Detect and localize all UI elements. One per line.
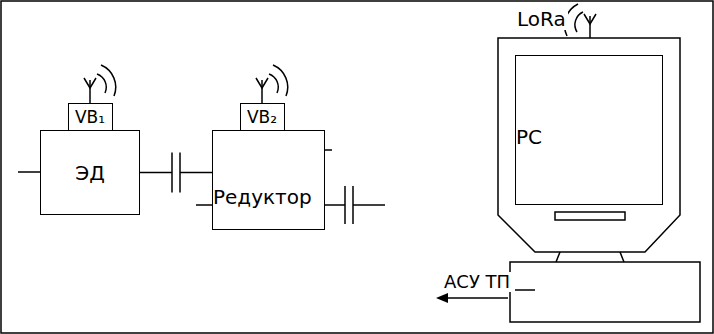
unit-slot — [515, 289, 535, 291]
coupling-plate — [344, 186, 346, 224]
monitor-neck — [556, 252, 560, 262]
signal-arrow — [444, 297, 508, 299]
monitor-stand — [555, 212, 625, 220]
antenna — [565, 4, 596, 38]
monitor-neck — [620, 252, 624, 262]
shaft — [18, 171, 40, 173]
motor-box: ЭД — [40, 130, 140, 215]
system-label: АСУ ТП — [442, 272, 512, 292]
shaft — [353, 204, 385, 206]
gearbox-box: Редуктор — [212, 130, 325, 230]
node-text: ЭД — [75, 162, 105, 184]
arrow-head — [436, 293, 448, 303]
antenna — [84, 65, 116, 103]
node-text: VB₁ — [75, 108, 105, 127]
shaft — [196, 204, 212, 206]
node-text: VB₂ — [247, 108, 277, 127]
node-text: Редуктор — [213, 186, 312, 208]
shaft-coupling — [140, 153, 212, 193]
monitor-housing — [498, 38, 680, 252]
sensor-box: VB₁ — [68, 103, 113, 131]
node-text: PC — [516, 126, 542, 148]
system-unit — [510, 262, 700, 322]
protocol-label: LoRa — [515, 8, 568, 30]
screen-box: PC — [515, 55, 663, 205]
antenna — [256, 65, 288, 103]
sensor-box: VB₂ — [240, 103, 285, 131]
